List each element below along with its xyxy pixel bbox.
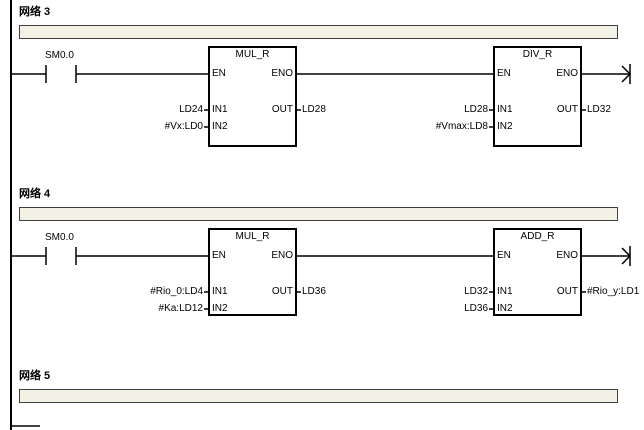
network-title: 网络 3 (19, 6, 51, 18)
mul-r-box-n4[interactable] (208, 228, 297, 316)
eno-pin: ENO (556, 250, 578, 261)
box-opcode: ADD_R (520, 231, 555, 242)
network-title: 网络 5 (19, 370, 51, 382)
box-opcode: DIV_R (522, 49, 553, 60)
out-pin: OUT (271, 286, 293, 297)
in2-pin: IN2 (212, 121, 228, 132)
in2-pin: IN2 (497, 303, 513, 314)
out-operand[interactable]: LD28 (302, 104, 326, 115)
out-pin: OUT (271, 104, 293, 115)
in2-operand[interactable]: LD36 (464, 303, 488, 314)
in1-pin: IN1 (212, 104, 228, 115)
div-r-box-n3[interactable] (493, 46, 582, 147)
in1-operand[interactable]: LD32 (464, 286, 488, 297)
out-operand[interactable]: LD36 (302, 286, 326, 297)
out-operand[interactable]: #Rio_y:LD1 (587, 286, 640, 297)
out-pin: OUT (556, 286, 578, 297)
box-opcode: MUL_R (235, 49, 270, 60)
network-title: 网络 4 (19, 188, 51, 200)
en-pin: EN (497, 250, 511, 261)
in1-operand[interactable]: #Rio_0:LD4 (150, 286, 203, 297)
en-pin: EN (212, 250, 226, 261)
contact-label[interactable]: SM0.0 (45, 232, 74, 243)
out-operand[interactable]: LD32 (587, 104, 611, 115)
en-pin: EN (212, 68, 226, 79)
add-r-box-n4[interactable] (493, 228, 582, 316)
in1-operand[interactable]: LD28 (464, 104, 488, 115)
in1-pin: IN1 (497, 104, 513, 115)
in1-pin: IN1 (497, 286, 513, 297)
network-comment-field[interactable] (19, 207, 618, 221)
box-opcode: MUL_R (235, 231, 270, 242)
out-pin: OUT (556, 104, 578, 115)
network-comment-field[interactable] (19, 389, 618, 403)
contact-label[interactable]: SM0.0 (45, 50, 74, 61)
mul-r-box-n3[interactable] (208, 46, 297, 147)
network-comment-field[interactable] (19, 25, 618, 39)
en-pin: EN (497, 68, 511, 79)
in2-operand[interactable]: #Vx:LD0 (164, 121, 203, 132)
in2-operand[interactable]: #Ka:LD12 (158, 303, 203, 314)
in1-pin: IN1 (212, 286, 228, 297)
in2-pin: IN2 (497, 121, 513, 132)
eno-pin: ENO (271, 250, 293, 261)
power-rail (10, 0, 12, 430)
eno-pin: ENO (556, 68, 578, 79)
in2-operand[interactable]: #Vmax:LD8 (435, 121, 488, 132)
eno-pin: ENO (271, 68, 293, 79)
in1-operand[interactable]: LD24 (179, 104, 203, 115)
in2-pin: IN2 (212, 303, 228, 314)
